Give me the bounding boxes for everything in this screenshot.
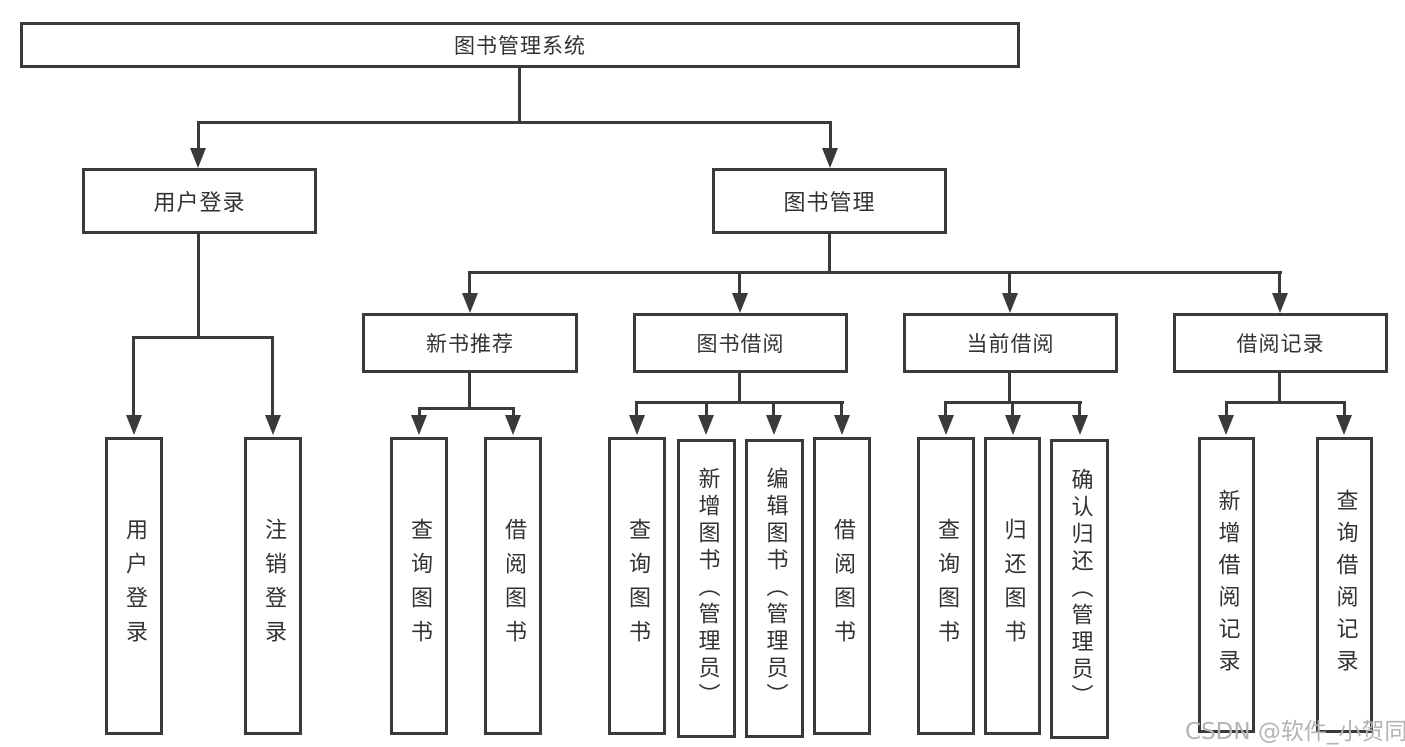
connector-root-hline xyxy=(197,121,832,124)
connector-root-vline xyxy=(518,68,521,121)
leaf-query-books-2-label: 查询图书 xyxy=(625,518,650,654)
node-borrow-record: 借阅记录 xyxy=(1173,313,1388,373)
arrowhead-user-login xyxy=(190,148,206,168)
connector-borrowrecord-hline xyxy=(1225,401,1346,404)
connector-bookborrow-drop1 xyxy=(635,401,638,415)
leaf-add-borrow-record: 新增借阅记录 xyxy=(1198,437,1255,733)
connector-bookborrow-drop4 xyxy=(840,401,843,415)
leaf-add-book-admin-label: 新增图书（管理员） xyxy=(694,467,720,710)
connector-currentborrow-vline xyxy=(1008,373,1011,401)
connector-newbookrec-drop1 xyxy=(418,407,421,417)
leaf-edit-book-admin-label: 编辑图书（管理员） xyxy=(762,467,788,710)
connector-borrowrecord-vline xyxy=(1278,373,1281,401)
leaf-borrow-books-2: 借阅图书 xyxy=(813,437,871,735)
leaf-borrow-books-1-label: 借阅图书 xyxy=(501,518,526,654)
arrowhead-leaf-borrow-books-2 xyxy=(834,415,850,435)
node-book-borrow: 图书借阅 xyxy=(633,313,848,373)
leaf-user-login-label: 用户登录 xyxy=(122,518,147,654)
csdn-watermark: CSDN @软件_小贺同学 xyxy=(1185,719,1405,745)
leaf-return-books: 归还图书 xyxy=(984,437,1041,735)
node-new-book-rec: 新书推荐 xyxy=(362,313,578,373)
connector-bookmgmt-vline xyxy=(828,234,831,271)
connector-borrowrecord-drop1 xyxy=(1225,401,1228,415)
connector-userlogin-hline xyxy=(132,336,274,339)
node-user-login-label: 用户登录 xyxy=(153,191,246,216)
node-current-borrow-label: 当前借阅 xyxy=(966,332,1055,356)
leaf-query-books-3-label: 查询图书 xyxy=(934,518,959,654)
connector-userlogin-vline xyxy=(197,234,200,336)
leaf-borrow-books-1: 借阅图书 xyxy=(484,437,542,735)
leaf-logout: 注销登录 xyxy=(244,437,302,735)
arrowhead-current-borrow xyxy=(1002,293,1018,313)
arrowhead-new-book-rec xyxy=(462,293,478,313)
connector-bookmgmt-hline xyxy=(468,271,1282,274)
connector-userlogin-drop1 xyxy=(132,336,135,416)
leaf-query-borrow-record: 查询借阅记录 xyxy=(1316,437,1373,733)
arrowhead-leaf-query-books-2 xyxy=(629,415,645,435)
arrowhead-leaf-query-books-1 xyxy=(411,415,427,435)
arrowhead-leaf-logout xyxy=(265,415,281,435)
leaf-query-books-3: 查询图书 xyxy=(917,437,975,735)
leaf-confirm-return-admin-label: 确认归还（管理员） xyxy=(1067,467,1093,711)
leaf-confirm-return-admin: 确认归还（管理员） xyxy=(1050,439,1109,739)
leaf-add-book-admin: 新增图书（管理员） xyxy=(677,439,736,738)
connector-borrowrecord-drop2 xyxy=(1343,401,1346,415)
connector-currentborrow-drop1 xyxy=(944,401,947,415)
leaf-user-login: 用户登录 xyxy=(105,437,163,735)
leaf-query-books-1: 查询图书 xyxy=(390,437,448,735)
connector-bookmgmt-drop2 xyxy=(738,271,741,293)
leaf-logout-label: 注销登录 xyxy=(261,518,286,654)
arrowhead-book-borrow xyxy=(732,293,748,313)
node-new-book-rec-label: 新书推荐 xyxy=(426,332,514,356)
leaf-return-books-label: 归还图书 xyxy=(1000,518,1026,654)
connector-bookborrow-hline xyxy=(635,401,844,404)
node-user-login: 用户登录 xyxy=(82,168,317,234)
node-borrow-record-label: 借阅记录 xyxy=(1236,332,1325,356)
leaf-query-borrow-record-label: 查询借阅记录 xyxy=(1332,489,1358,681)
connector-bookmgmt-drop3 xyxy=(1008,271,1011,293)
arrowhead-leaf-query-borrow-record xyxy=(1336,415,1352,435)
arrowhead-leaf-confirm-return xyxy=(1072,415,1088,435)
connector-currentborrow-drop2 xyxy=(1011,401,1014,415)
leaf-query-books-2: 查询图书 xyxy=(608,437,666,735)
leaf-edit-book-admin: 编辑图书（管理员） xyxy=(745,439,804,738)
connector-bookborrow-drop2 xyxy=(705,401,708,415)
arrowhead-leaf-add-book xyxy=(698,415,714,435)
arrowhead-leaf-user-login xyxy=(126,415,142,435)
node-book-mgmt: 图书管理 xyxy=(712,168,947,234)
connector-root-drop-left xyxy=(197,121,200,151)
arrowhead-leaf-query-books-3 xyxy=(938,415,954,435)
leaf-add-borrow-record-label: 新增借阅记录 xyxy=(1214,489,1240,681)
connector-bookborrow-drop3 xyxy=(772,401,775,415)
arrowhead-borrow-record xyxy=(1272,293,1288,313)
arrowhead-leaf-return-books xyxy=(1005,415,1021,435)
connector-bookmgmt-drop1 xyxy=(468,271,471,293)
node-book-borrow-label: 图书借阅 xyxy=(696,332,785,356)
arrowhead-book-mgmt xyxy=(822,148,838,168)
leaf-borrow-books-2-label: 借阅图书 xyxy=(830,518,855,654)
connector-root-drop-right xyxy=(829,121,832,151)
leaf-query-books-1-label: 查询图书 xyxy=(407,518,432,654)
arrowhead-leaf-borrow-books-1 xyxy=(505,415,521,435)
node-current-borrow: 当前借阅 xyxy=(903,313,1118,373)
arrowhead-leaf-edit-book xyxy=(766,415,782,435)
arrowhead-leaf-add-borrow-record xyxy=(1218,415,1234,435)
connector-userlogin-drop2 xyxy=(271,336,274,416)
connector-newbookrec-hline xyxy=(418,407,515,410)
connector-newbookrec-drop2 xyxy=(512,407,515,417)
node-book-mgmt-label: 图书管理 xyxy=(783,191,876,216)
connector-bookmgmt-drop4 xyxy=(1278,271,1281,293)
node-root-library-system: 图书管理系统 xyxy=(20,22,1020,68)
connector-newbookrec-vline xyxy=(468,373,471,407)
connector-bookborrow-vline xyxy=(738,373,741,401)
connector-currentborrow-drop3 xyxy=(1078,401,1081,415)
node-root-label: 图书管理系统 xyxy=(454,34,586,58)
